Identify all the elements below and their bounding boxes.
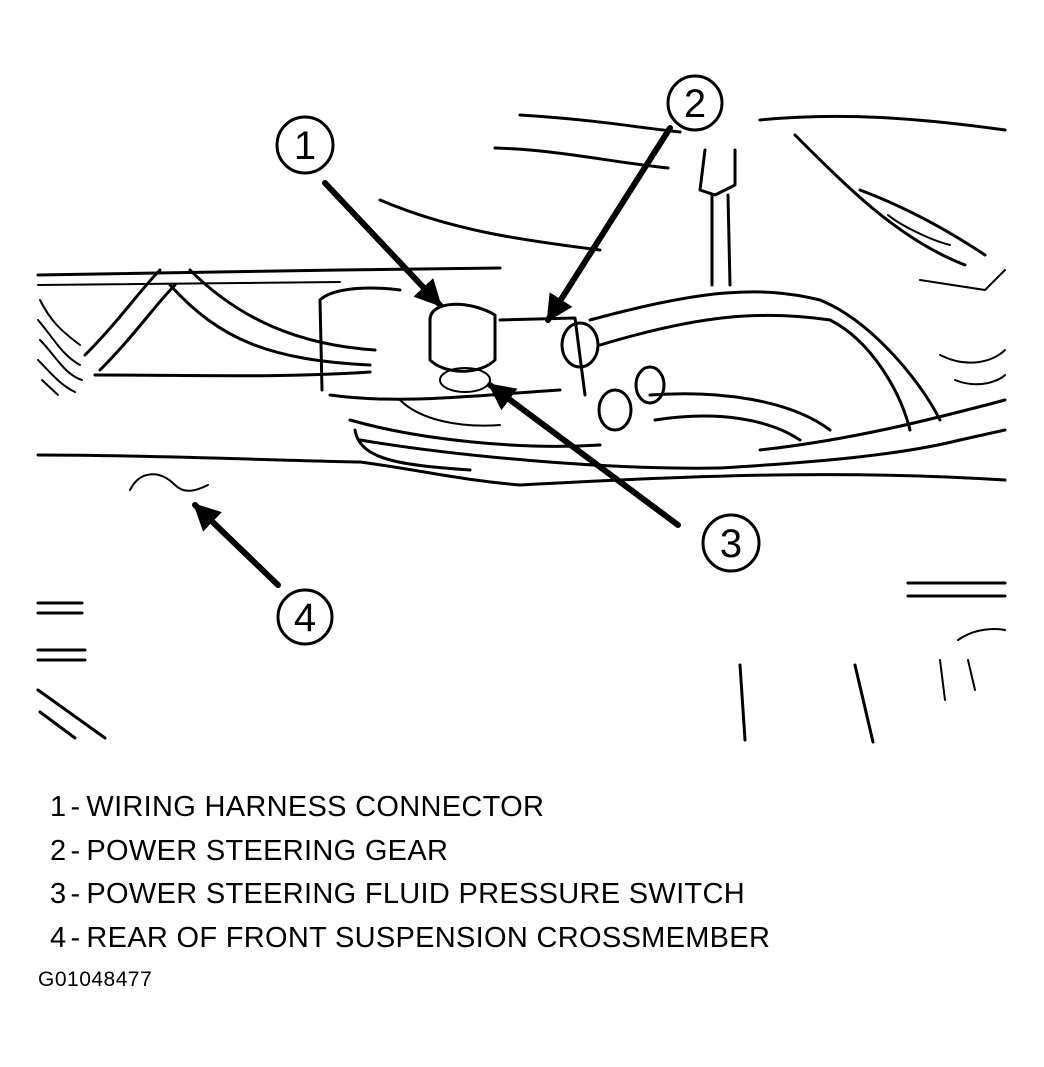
legend-item: 4-REAR OF FRONT SUSPENSION CROSSMEMBER bbox=[50, 917, 770, 961]
arrow-4 bbox=[192, 502, 281, 588]
arrow-2 bbox=[545, 125, 673, 323]
legend-item: 1-WIRING HARNESS CONNECTOR bbox=[50, 786, 770, 830]
leader-arrows bbox=[192, 125, 681, 588]
legend-item-separator: - bbox=[70, 834, 81, 867]
callout-4-number: 4 bbox=[294, 596, 316, 640]
legend-item-label: POWER STEERING GEAR bbox=[86, 834, 449, 867]
callout-3: 3 bbox=[701, 513, 761, 573]
legend-item: 2-POWER STEERING GEAR bbox=[50, 830, 770, 874]
legend-item-label: REAR OF FRONT SUSPENSION CROSSMEMBER bbox=[86, 921, 771, 954]
legend-item-number: 4 bbox=[50, 921, 67, 954]
arrow-3 bbox=[487, 382, 681, 528]
lower-linework bbox=[36, 473, 1007, 744]
legend-item-number: 3 bbox=[50, 878, 67, 910]
legend-item-separator: - bbox=[70, 921, 81, 954]
legend-item-label: WIRING HARNESS CONNECTOR bbox=[86, 791, 545, 823]
arrow-1 bbox=[322, 180, 443, 308]
steering-gear-body bbox=[318, 148, 1007, 472]
callout-2-number: 2 bbox=[684, 82, 706, 126]
legend-item-number: 1 bbox=[50, 791, 67, 823]
legend-item: 3-POWER STEERING FLUID PRESSURE SWITCH bbox=[50, 873, 770, 917]
callout-2: 2 bbox=[666, 74, 724, 132]
wiring-harness bbox=[37, 268, 377, 396]
power-steering-illustration: 1 2 3 4 bbox=[36, 74, 1007, 744]
legend-item-separator: - bbox=[70, 791, 81, 823]
callout-1: 1 bbox=[275, 115, 335, 175]
legend-item-label: POWER STEERING FLUID PRESSURE SWITCH bbox=[86, 878, 745, 910]
legend: 1-WIRING HARNESS CONNECTOR 2-POWER STEER… bbox=[50, 786, 770, 960]
underbody-linework bbox=[36, 113, 1007, 487]
legend-item-separator: - bbox=[70, 878, 81, 910]
figure-id: G01048477 bbox=[38, 968, 153, 991]
legend-item-number: 2 bbox=[50, 834, 67, 867]
callout-1-number: 1 bbox=[294, 124, 316, 168]
callout-4: 4 bbox=[276, 588, 334, 646]
callout-3-number: 3 bbox=[720, 522, 742, 566]
